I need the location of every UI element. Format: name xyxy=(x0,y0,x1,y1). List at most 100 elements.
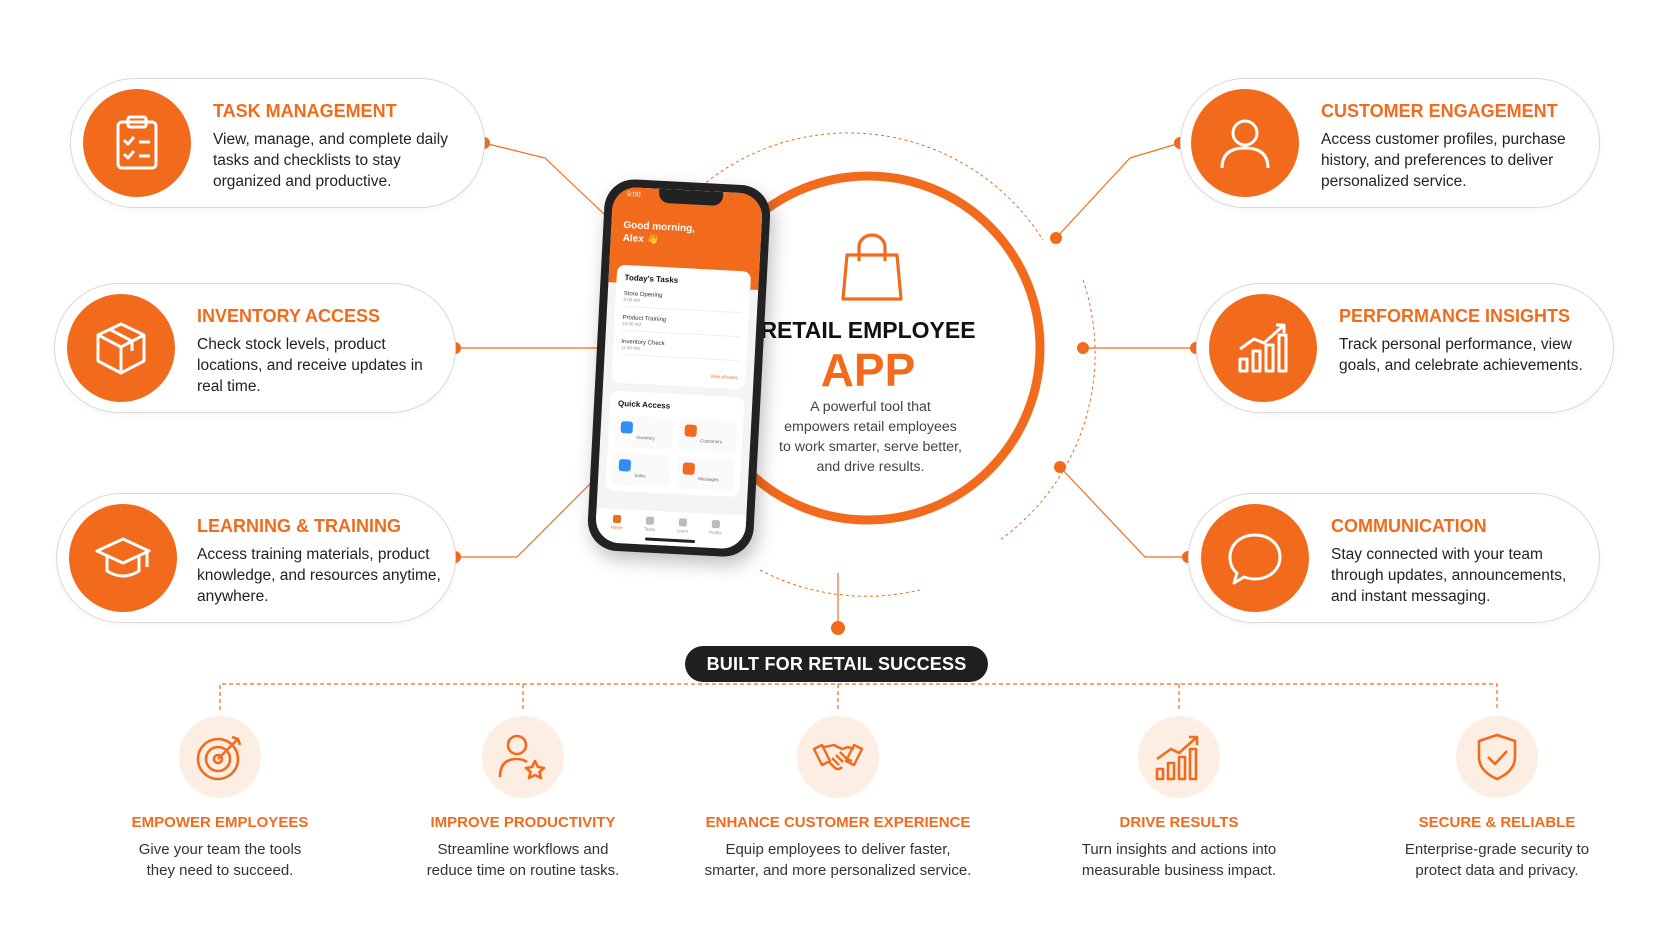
badge xyxy=(67,294,175,402)
hub: RETAIL EMPLOYEE APP A powerful tool that… xyxy=(693,145,1043,555)
benefit-title: EMPOWER EMPLOYEES xyxy=(131,814,309,831)
feature-card-inventory-access: INVENTORY ACCESS Check stock levels, pro… xyxy=(54,283,456,413)
feature-card-communication: COMMUNICATION Stay connected with your t… xyxy=(1188,493,1600,623)
home-indicator xyxy=(644,537,696,544)
benefit-icon-bg xyxy=(1456,716,1538,798)
sales-icon xyxy=(618,458,632,472)
badge xyxy=(1201,504,1309,612)
phone-mockup: 9:00 Good morning, Alex 👋 Today's Tasks … xyxy=(586,177,772,559)
hub-title: RETAIL EMPLOYEE xyxy=(760,317,976,343)
feature-card-task-management: TASK MANAGEMENT View, manage, and comple… xyxy=(70,78,485,208)
task-time: 11:00 AM xyxy=(620,344,640,351)
phone-time: 9:00 xyxy=(626,191,641,199)
profile-icon xyxy=(711,519,721,529)
tab-label: Home xyxy=(610,524,623,531)
badge xyxy=(69,504,177,612)
benefit-icon-bg xyxy=(482,716,564,798)
tab-label: Learn xyxy=(676,528,689,534)
quick-access-title: Quick Access xyxy=(617,398,671,411)
feature-title: INVENTORY ACCESS xyxy=(197,306,381,326)
benefit-icon-bg xyxy=(179,716,261,798)
benefit-secure-reliable: SECURE & RELIABLE Enterprise-grade secur… xyxy=(1357,716,1637,881)
feature-description: Track personal performance, view goals, … xyxy=(1339,336,1583,374)
benefit-icon-bg xyxy=(1138,716,1220,798)
badge xyxy=(1191,89,1299,197)
user-icon xyxy=(1220,119,1270,169)
hub-title-app: APP xyxy=(820,344,916,396)
quick-customers-button[interactable]: Customers xyxy=(677,418,738,454)
clipboard-icon xyxy=(116,115,158,170)
benefit-description: Turn insights and actions into measurabl… xyxy=(1081,841,1277,879)
benefit-title: DRIVE RESULTS xyxy=(1119,814,1239,831)
benefit-title: IMPROVE PRODUCTIVITY xyxy=(430,814,616,831)
quick-label: Inventory xyxy=(636,434,655,441)
box-icon xyxy=(96,322,146,375)
feature-title: PERFORMANCE INSIGHTS xyxy=(1339,306,1571,326)
benefit-title: ENHANCE CUSTOMER EXPERIENCE xyxy=(705,814,971,831)
hub-description: A powerful tool that empowers retail emp… xyxy=(779,399,962,475)
tasks-icon xyxy=(645,516,655,525)
graduation-cap-icon xyxy=(95,537,151,578)
quick-label: Messages xyxy=(698,476,719,483)
phone-greeting: Good morning, Alex 👋 xyxy=(622,219,696,246)
feature-description: Access customer profiles, purchase histo… xyxy=(1321,131,1566,190)
quick-access-card: Quick Access Inventory Customers Sales M… xyxy=(605,390,745,498)
phone-tabbar: Home Tasks Learn Profile xyxy=(594,507,747,550)
benefit-drive-results: DRIVE RESULTS Turn insights and actions … xyxy=(1039,716,1319,881)
handshake-icon xyxy=(812,743,864,771)
benefit-enhance-customer-experience: ENHANCE CUSTOMER EXPERIENCE Equip employ… xyxy=(698,716,978,881)
quick-inventory-button[interactable]: Inventory xyxy=(613,414,674,450)
tasks-title: Today's Tasks xyxy=(624,273,679,285)
feature-card-learning-training: LEARNING & TRAINING Access training mate… xyxy=(56,493,456,623)
shopping-bag-icon xyxy=(841,233,903,301)
tab-home[interactable]: Home xyxy=(603,514,630,530)
feature-description: View, manage, and complete daily tasks a… xyxy=(213,131,448,190)
badge xyxy=(83,89,191,197)
tab-learn[interactable]: Learn xyxy=(669,518,696,534)
learn-icon xyxy=(678,518,688,527)
feature-description: Access training materials, product knowl… xyxy=(197,546,441,605)
tab-label: Tasks xyxy=(643,526,656,532)
growth-chart-icon xyxy=(1155,735,1199,781)
built-for-retail-success-banner: BUILT FOR RETAIL SUCCESS xyxy=(685,646,988,682)
benefit-icon-bg xyxy=(797,716,879,798)
tab-profile[interactable]: Profile xyxy=(702,519,729,535)
benefit-improve-productivity: IMPROVE PRODUCTIVITY Streamline workflow… xyxy=(383,716,663,881)
phone-notch xyxy=(658,188,724,207)
messages-icon xyxy=(682,462,696,475)
customers-icon xyxy=(684,424,698,438)
quick-messages-button[interactable]: Messages xyxy=(675,456,736,492)
feature-title: COMMUNICATION xyxy=(1331,516,1487,536)
chat-bubble-icon xyxy=(1228,533,1282,585)
task-time: 10:00 AM xyxy=(622,320,642,327)
quick-label: Sales xyxy=(634,472,646,479)
feature-card-customer-engagement: CUSTOMER ENGAGEMENT Access customer prof… xyxy=(1180,78,1600,208)
benefit-title: SECURE & RELIABLE xyxy=(1418,814,1576,831)
benefit-description: Equip employees to deliver faster, smart… xyxy=(704,841,972,879)
benefit-empower-employees: EMPOWER EMPLOYEES Give your team the too… xyxy=(80,716,360,881)
bar-chart-icon xyxy=(1238,323,1288,373)
inventory-icon xyxy=(620,421,634,434)
tab-label: Profile xyxy=(708,529,722,536)
feature-description: Check stock levels, product locations, a… xyxy=(197,336,423,395)
benefit-description: Give your team the tools they need to su… xyxy=(138,841,302,879)
phone-screen: 9:00 Good morning, Alex 👋 Today's Tasks … xyxy=(594,186,764,550)
feature-description: Stay connected with your team through up… xyxy=(1331,546,1567,605)
view-all-tasks-link[interactable]: View all tasks xyxy=(710,373,738,381)
quick-sales-button[interactable]: Sales xyxy=(611,452,672,488)
badge xyxy=(1209,294,1317,402)
tab-tasks[interactable]: Tasks xyxy=(636,516,663,532)
user-star-icon xyxy=(498,734,546,780)
feature-title: CUSTOMER ENGAGEMENT xyxy=(1321,101,1558,121)
feature-title: LEARNING & TRAINING xyxy=(197,516,401,536)
benefit-description: Enterprise-grade security to protect dat… xyxy=(1404,841,1590,879)
quick-label: Customers xyxy=(700,438,723,445)
shield-check-icon xyxy=(1477,733,1517,781)
target-icon xyxy=(196,735,242,781)
feature-card-performance-insights: PERFORMANCE INSIGHTS Track personal perf… xyxy=(1196,283,1614,413)
feature-title: TASK MANAGEMENT xyxy=(213,101,397,121)
